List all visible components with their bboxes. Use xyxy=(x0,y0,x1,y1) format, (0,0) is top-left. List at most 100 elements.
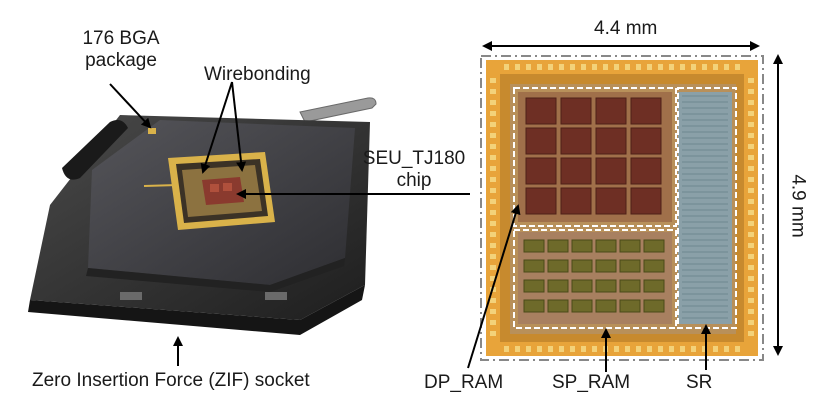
bond-pad xyxy=(490,111,496,116)
dp-ram-label: DP_RAM xyxy=(424,372,504,393)
bond-pad xyxy=(504,64,509,70)
bond-pad xyxy=(592,346,597,352)
bond-pad xyxy=(680,64,685,70)
wirebonding-label: Wirebonding xyxy=(204,64,311,85)
bond-pad xyxy=(537,346,542,352)
sp-ram-cell xyxy=(643,299,665,313)
bond-pad xyxy=(581,64,586,70)
sp-ram-cell xyxy=(571,299,593,313)
sr-lines xyxy=(682,95,728,319)
chip-label: SEU_TJ180 chip xyxy=(362,148,466,191)
bond-pad xyxy=(647,64,652,70)
bond-pad xyxy=(490,144,496,149)
bond-pad xyxy=(748,243,754,248)
bond-pad xyxy=(490,221,496,226)
bond-pad xyxy=(490,166,496,171)
bond-pad xyxy=(748,144,754,149)
sp-ram-cell xyxy=(523,259,545,273)
bond-pad xyxy=(748,232,754,237)
bond-pad xyxy=(748,298,754,303)
sp-ram-cell xyxy=(523,299,545,313)
chip-outline-dashed xyxy=(480,55,764,361)
dp-ram-cell xyxy=(595,97,627,125)
bond-pad xyxy=(748,287,754,292)
bond-pad xyxy=(490,155,496,160)
bond-pad xyxy=(625,64,630,70)
zif-socket-photo xyxy=(28,97,377,335)
dp-ram-cell xyxy=(525,127,557,155)
bond-pad xyxy=(490,210,496,215)
bond-pad xyxy=(748,276,754,281)
bond-pad xyxy=(735,346,740,352)
dp-ram-cell xyxy=(595,157,627,185)
bond-pad xyxy=(735,64,740,70)
die-block xyxy=(210,184,219,192)
bond-pad xyxy=(603,64,608,70)
bond-pad xyxy=(748,188,754,193)
sp-ram-cell xyxy=(571,239,593,253)
bond-pad xyxy=(748,265,754,270)
dp-ram-cell xyxy=(595,127,627,155)
bond-pad xyxy=(713,346,718,352)
bond-pad xyxy=(748,199,754,204)
height-dimension-label: 4.9 mm xyxy=(787,174,809,238)
bond-pad xyxy=(490,254,496,259)
sp-ram-cell xyxy=(547,279,569,293)
sp-ram-label: SP_RAM xyxy=(552,372,631,393)
width-dimension-label: 4.4 mm xyxy=(594,18,658,39)
socket-notch xyxy=(120,292,142,300)
bond-pad xyxy=(515,64,520,70)
bond-pad xyxy=(581,346,586,352)
bond-pad xyxy=(748,221,754,226)
zif-socket-label: Zero Insertion Force (ZIF) socket xyxy=(32,370,310,391)
bond-pad xyxy=(490,100,496,105)
bond-pad xyxy=(724,64,729,70)
sp-ram-cell xyxy=(523,239,545,253)
bond-pad xyxy=(570,346,575,352)
sp-ram-cells xyxy=(523,239,665,313)
bond-pad xyxy=(691,64,696,70)
bond-pad xyxy=(748,122,754,127)
pin1-marker xyxy=(148,128,156,134)
sp-ram-cell xyxy=(619,259,641,273)
sp-ram-cell xyxy=(643,279,665,293)
package-arrow xyxy=(109,83,152,129)
bond-pad xyxy=(614,346,619,352)
wirebonding-arrow-right xyxy=(231,81,247,172)
bond-pad xyxy=(724,346,729,352)
bond-pad xyxy=(669,64,674,70)
bond-pad xyxy=(490,298,496,303)
bond-pad xyxy=(748,320,754,325)
sp-ram-cell xyxy=(595,259,617,273)
sp-ram-outline xyxy=(513,229,677,329)
bond-pad xyxy=(614,64,619,70)
pad-ring xyxy=(490,64,754,352)
sp-ram-cell xyxy=(595,239,617,253)
bond-pad xyxy=(702,346,707,352)
sp-ram-cell xyxy=(643,239,665,253)
chip-layout xyxy=(480,55,764,361)
bond-pad xyxy=(748,210,754,215)
bond-pad xyxy=(748,78,754,83)
dp-ram-cell xyxy=(525,187,557,215)
bond-pad xyxy=(504,346,509,352)
sr-block xyxy=(678,92,732,324)
bond-pad xyxy=(691,346,696,352)
bond-pad xyxy=(636,64,641,70)
sp-ram-cell xyxy=(523,279,545,293)
bond-pad xyxy=(748,331,754,336)
sp-ram-cell xyxy=(571,259,593,273)
bond-pad xyxy=(526,64,531,70)
bond-pad xyxy=(490,199,496,204)
bond-pad xyxy=(669,346,674,352)
dp-ram-cell xyxy=(525,157,557,185)
sp-ram-cell xyxy=(619,279,641,293)
bond-pad xyxy=(490,177,496,182)
sp-ram-cell xyxy=(595,299,617,313)
bond-pad xyxy=(748,133,754,138)
bond-pad xyxy=(748,89,754,94)
bond-pad xyxy=(713,64,718,70)
bond-pad xyxy=(490,265,496,270)
bga-package-edge xyxy=(86,258,345,292)
